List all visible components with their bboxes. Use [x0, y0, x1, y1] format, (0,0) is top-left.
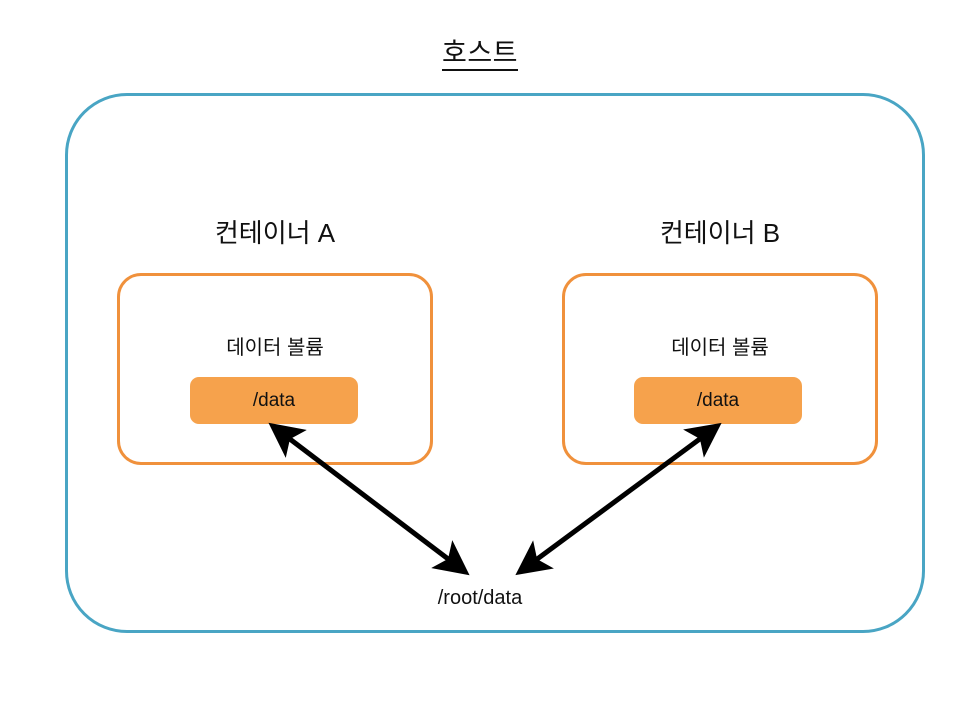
host-title-text: 호스트: [441, 38, 519, 71]
container-a-caption: 컨테이너 A: [214, 218, 336, 248]
container-b-caption: 컨테이너 B: [659, 218, 781, 248]
container-b-volume-label: 데이터 볼륨: [671, 337, 769, 359]
container-a-box: [117, 273, 433, 465]
host-boundary-box: [65, 93, 925, 633]
container-b-mount-chip: /data: [634, 377, 802, 424]
host-path-label: /root/data: [437, 587, 523, 609]
container-a-volume-label: 데이터 볼륨: [226, 337, 324, 359]
container-a-mount-path: /data: [252, 389, 296, 411]
container-a-mount-chip: /data: [190, 377, 358, 424]
container-b-box: [562, 273, 878, 465]
page-title: 호스트: [0, 36, 960, 71]
container-b-mount-path: /data: [696, 389, 740, 411]
